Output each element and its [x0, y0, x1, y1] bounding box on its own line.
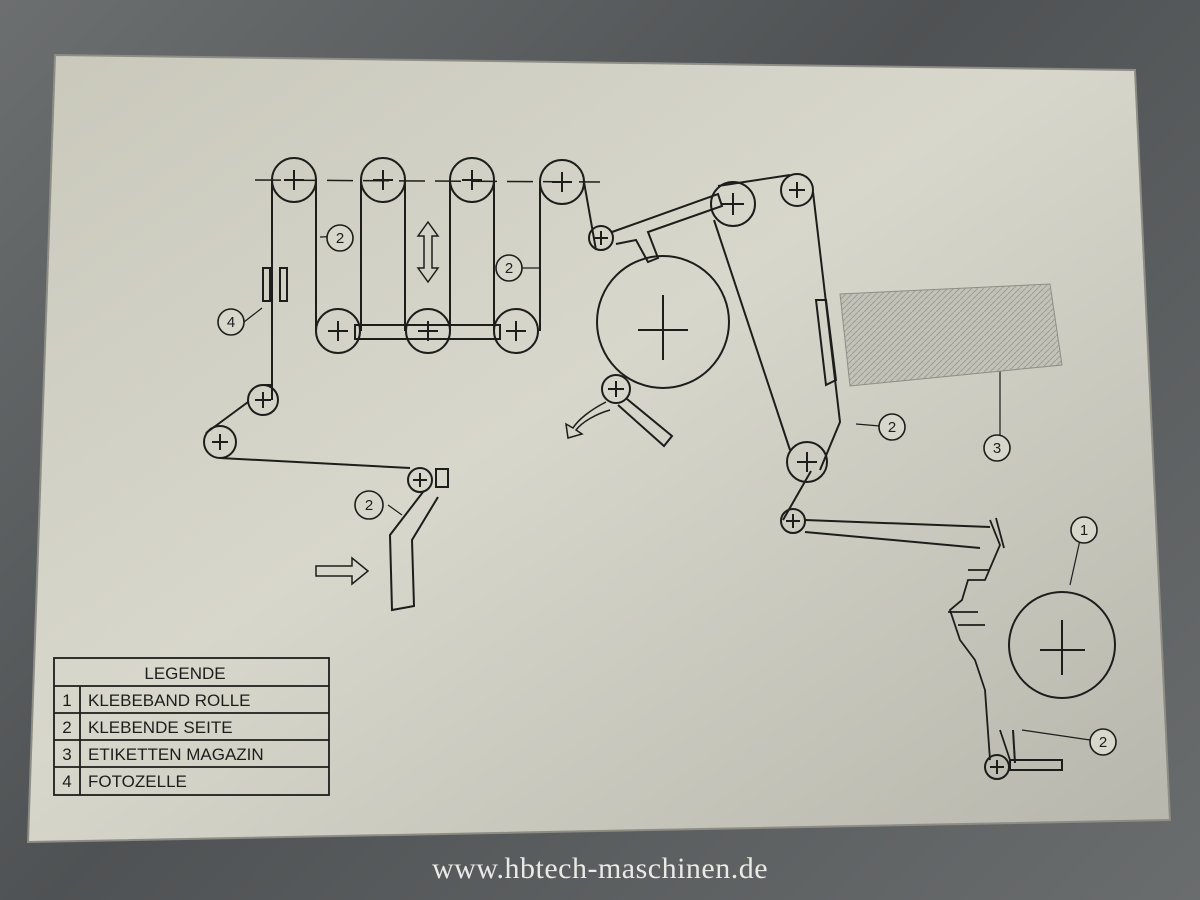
legend-num: 2	[62, 718, 71, 737]
tensioner-assembly	[948, 517, 1011, 761]
label-magazine	[839, 283, 1063, 387]
feed-arrow	[315, 556, 370, 586]
callout-2-text: 2	[1099, 734, 1107, 751]
callout-2: 2	[878, 413, 906, 441]
tape-path-supply	[804, 519, 991, 549]
pivot-roller	[601, 374, 631, 404]
callout-2-text: 2	[888, 419, 896, 436]
tape-path-lower	[205, 384, 411, 469]
legend-num: 1	[62, 691, 71, 710]
legend-text: KLEBEBAND ROLLE	[88, 691, 251, 710]
tape-path-right	[713, 174, 842, 521]
legend-text: FOTOZELLE	[88, 772, 187, 791]
guide-block	[435, 468, 449, 488]
callout-4-text: 4	[227, 314, 235, 331]
feed-guide	[388, 491, 439, 612]
photocell-left	[262, 267, 271, 302]
callout-2-text: 2	[336, 230, 344, 247]
callout-2-text: 2	[365, 497, 373, 514]
callout-4: 4	[217, 308, 245, 336]
guide-roller	[710, 181, 756, 227]
callout-2: 2	[326, 224, 354, 252]
legend-table	[53, 657, 330, 796]
vertical-double-arrow	[416, 220, 440, 284]
legend-text: KLEBENDE SEITE	[88, 718, 233, 737]
watermark-url: www.hbtech-maschinen.de	[431, 852, 769, 885]
callout-1: 1	[1070, 516, 1098, 544]
legend-text: ETIKETTEN MAGAZIN	[88, 745, 264, 764]
legend-num: 4	[62, 772, 71, 791]
top-roller	[360, 157, 406, 203]
guide-roller	[786, 441, 828, 483]
callout-2-text: 2	[505, 260, 513, 277]
callout-1-text: 1	[1080, 522, 1088, 539]
callout-2: 2	[1089, 728, 1117, 756]
tape-roll	[1008, 591, 1116, 699]
callout-2: 2	[354, 490, 384, 520]
top-roller	[449, 157, 495, 203]
small-roller	[588, 225, 614, 251]
pivot-arrow	[565, 401, 611, 439]
guide-roller	[407, 467, 433, 493]
callout-2: 2	[495, 254, 523, 282]
legend-num: 3	[62, 745, 71, 764]
guide-roller	[780, 173, 814, 207]
pivot-lever	[617, 398, 674, 448]
callout-3: 3	[983, 434, 1011, 462]
photocell-right	[279, 267, 288, 302]
legend-title: LEGENDE	[144, 664, 225, 683]
tape-path-roll	[1012, 729, 1016, 764]
tape-path-festoon	[271, 180, 597, 400]
top-dashed-axis	[254, 179, 601, 183]
callout-3-text: 3	[993, 440, 1001, 457]
bottom-bar	[1009, 759, 1063, 771]
main-drum	[596, 255, 730, 389]
plate-surface	[26, 53, 1172, 844]
label-applicator	[814, 299, 838, 387]
support-arm	[611, 192, 724, 264]
dancer-bar	[354, 324, 501, 340]
